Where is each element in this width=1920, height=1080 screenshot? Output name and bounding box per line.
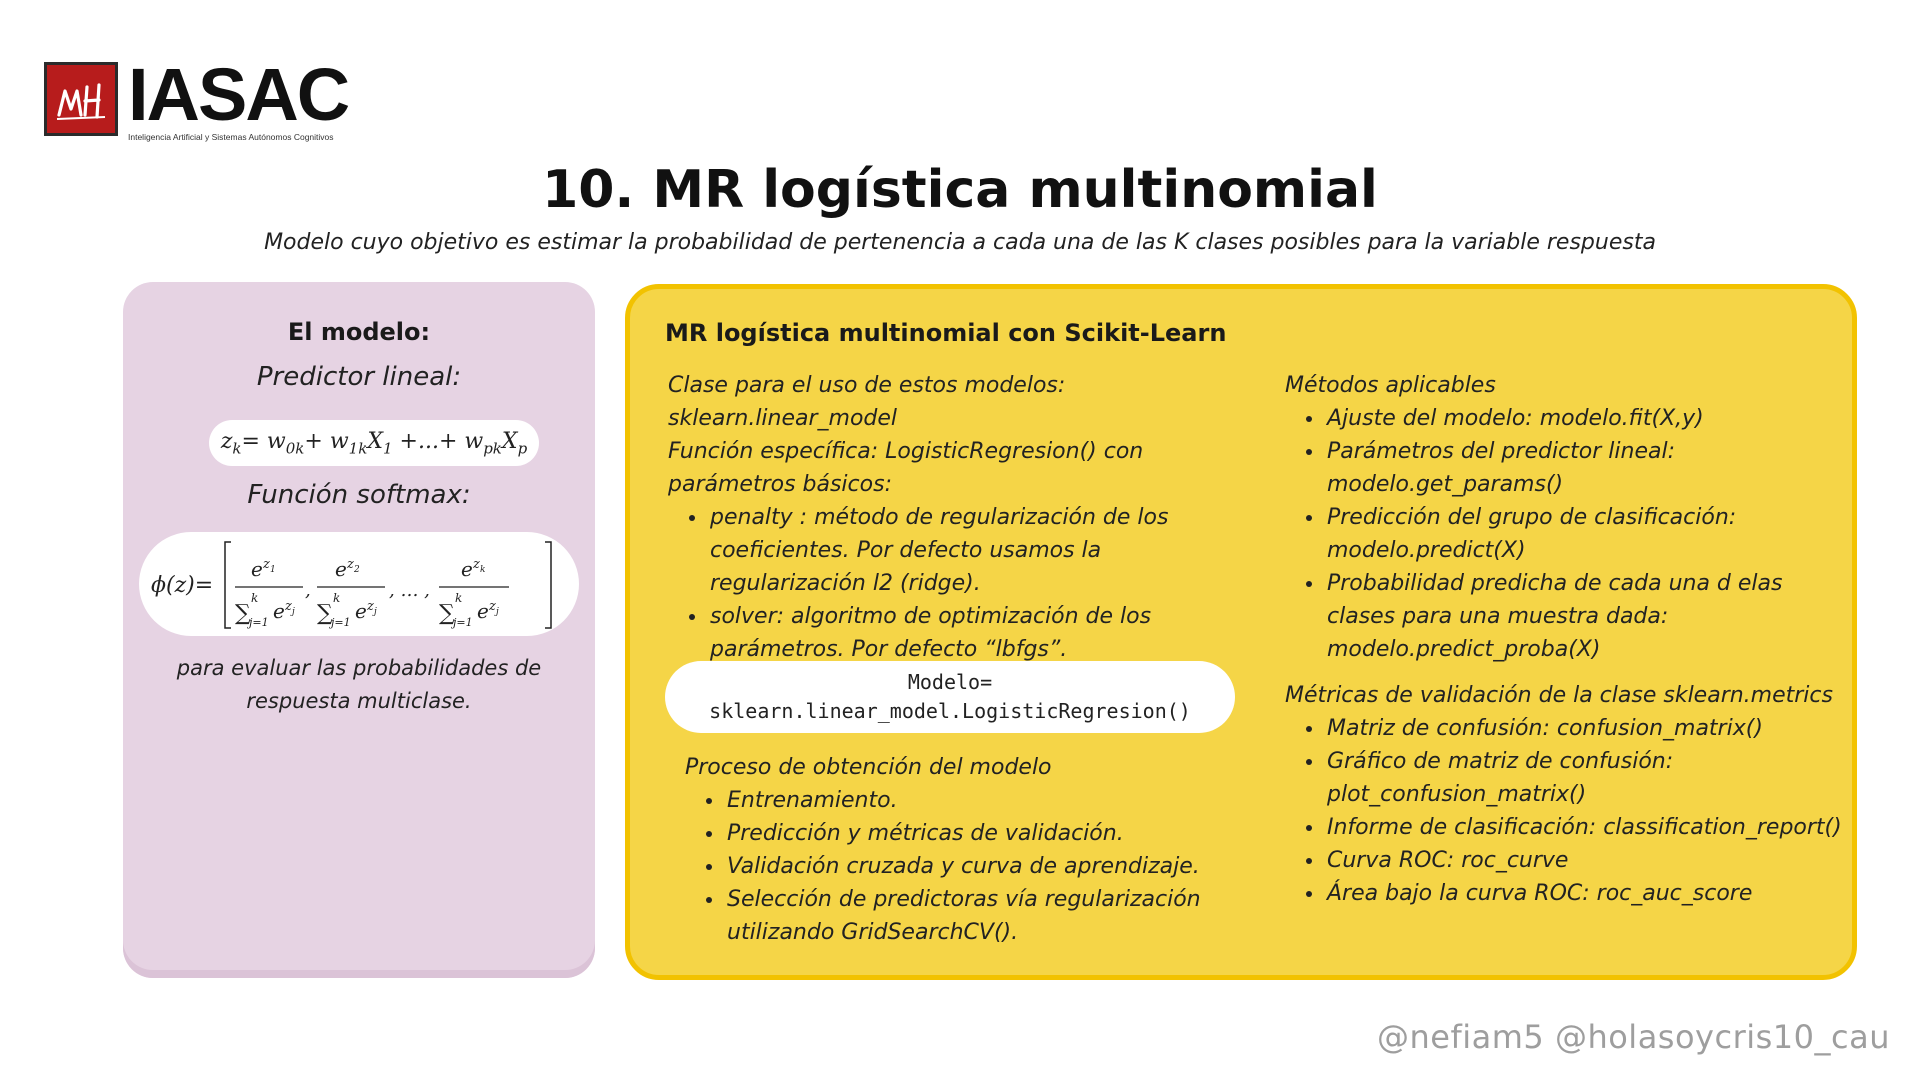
list-item: Gráfico de matriz de confusión: plot_con… (1325, 745, 1845, 811)
svg-text:∑: ∑ (235, 601, 251, 626)
svg-text:j=1: j=1 (450, 616, 473, 629)
list-item: Parámetros del predictor lineal: modelo.… (1325, 435, 1845, 501)
sklearn-heading: MR logística multinomial con Scikit-Lear… (665, 319, 1227, 347)
class-info: Clase para el uso de estos modelos: skle… (668, 369, 1248, 666)
svg-text:z: z (472, 557, 480, 572)
softmax-note: para evaluar las probabilidades de respu… (176, 656, 542, 713)
list-item: Ajuste del modelo: modelo.fit(X,y) (1325, 402, 1845, 435)
list-item: solver: algoritmo de optimización de los… (708, 600, 1248, 666)
list-item: Curva ROC: roc_curve (1325, 844, 1845, 877)
svg-text:ϕ(z)=: ϕ(z)= (151, 573, 213, 598)
svg-text:z: z (284, 599, 292, 614)
sklearn-card: MR logística multinomial con Scikit-Lear… (625, 284, 1857, 980)
metrics-section: Métricas de validación de la clase sklea… (1285, 679, 1845, 910)
list-item: Área bajo la curva ROC: roc_auc_score (1325, 877, 1845, 910)
methods-list: Ajuste del modelo: modelo.fit(X,y) Parám… (1285, 402, 1845, 666)
model-card: El modelo: Predictor lineal: zk= w0k+ w1… (123, 282, 595, 978)
svg-text:e: e (461, 557, 473, 581)
logo-name: IASAC (128, 53, 350, 136)
list-item: Validación cruzada y curva de aprendizaj… (725, 850, 1205, 883)
model-heading: El modelo: (287, 318, 431, 346)
list-item: Probabilidad predicha de cada una d elas… (1325, 567, 1845, 666)
methods-section: Métodos aplicables Ajuste del modelo: mo… (1285, 369, 1845, 666)
svg-text:e: e (251, 557, 263, 581)
svg-text:z: z (346, 557, 354, 572)
author-handles: @nefiam5 @holasoycris10_cau (1377, 1018, 1890, 1056)
methods-title: Métodos aplicables (1285, 373, 1496, 398)
svg-text:z: z (488, 599, 496, 614)
svg-text:e: e (477, 599, 489, 623)
page-subtitle: Modelo cuyo objetivo es estimar la proba… (264, 230, 1656, 255)
logo-tagline: Inteligencia Artificial y Sistemas Autón… (128, 132, 334, 142)
svg-text:e: e (335, 557, 347, 581)
svg-text:k: k (455, 591, 462, 605)
code-snippet: Modelo= sklearn.linear_model.LogisticReg… (665, 661, 1235, 733)
svg-text:j: j (494, 607, 499, 617)
logo: IASAC Inteligencia Artificial y Sistemas… (44, 53, 350, 142)
svg-text:z: z (262, 557, 270, 572)
svg-text:,: , (305, 580, 311, 601)
code-line: sklearn.linear_model.LogisticRegresion() (709, 699, 1191, 723)
svg-text:e: e (355, 599, 367, 623)
predictor-equation: zk= w0k+ w1kX1 +...+ wpkXp (209, 420, 539, 466)
svg-text:k: k (251, 591, 258, 605)
svg-text:j: j (372, 607, 377, 617)
softmax-label: Función softmax: (247, 480, 471, 510)
page-title: 10. MR logística multinomial (542, 160, 1378, 220)
metrics-title: Métricas de validación de la clase sklea… (1285, 683, 1833, 708)
svg-text:k: k (333, 591, 340, 605)
list-item: penalty : método de regularización de lo… (708, 501, 1248, 600)
svg-text:2: 2 (353, 565, 360, 575)
list-item: Entrenamiento. (725, 784, 1205, 817)
params-list: penalty : método de regularización de lo… (668, 501, 1248, 666)
svg-text:j=1: j=1 (328, 616, 351, 629)
svg-text:, … ,: , … , (389, 580, 430, 601)
svg-text:k: k (480, 565, 485, 575)
function-line: Función específica: LogisticRegresion() … (668, 439, 1144, 497)
svg-text:z: z (366, 599, 374, 614)
svg-text:j=1: j=1 (246, 616, 269, 629)
code-line: Modelo= (907, 670, 993, 694)
process-title: Proceso de obtención del modelo (685, 755, 1052, 780)
metrics-list: Matriz de confusión: confusion_matrix() … (1285, 712, 1845, 910)
predictor-label: Predictor lineal: (256, 362, 462, 392)
list-item: Matriz de confusión: confusion_matrix() (1325, 712, 1845, 745)
list-item: Informe de clasificación: classification… (1325, 811, 1845, 844)
svg-text:e: e (273, 599, 285, 623)
list-item: Selección de predictoras vía regularizac… (725, 883, 1205, 949)
svg-text:∑: ∑ (317, 601, 333, 626)
svg-text:∑: ∑ (439, 601, 455, 626)
logo-mark-icon (44, 62, 118, 136)
process-list: Entrenamiento. Predicción y métricas de … (685, 784, 1205, 949)
list-item: Predicción y métricas de validación. (725, 817, 1205, 850)
svg-text:j: j (290, 607, 295, 617)
svg-text:1: 1 (270, 565, 276, 575)
class-line: Clase para el uso de estos modelos: skle… (668, 373, 1066, 431)
process-section: Proceso de obtención del modelo Entrenam… (685, 751, 1205, 949)
list-item: Predicción del grupo de clasificación: m… (1325, 501, 1845, 567)
